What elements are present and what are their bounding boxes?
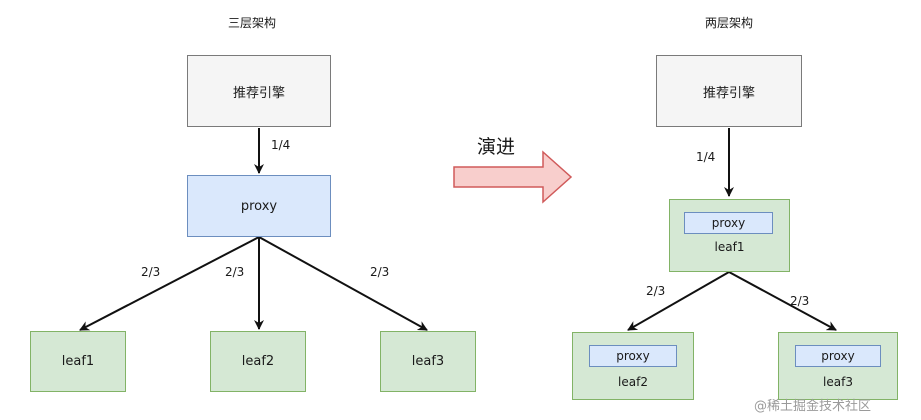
right-leaf3-node: proxy leaf3 (778, 332, 898, 400)
right-leaf2-proxy: proxy (589, 345, 677, 367)
right-edge-leaf2-label: 2/3 (646, 284, 666, 298)
edge-proxy-to-leaf1 (79, 236, 260, 331)
right-edge-top-label: 1/4 (696, 150, 716, 164)
edge-proxy-to-leaf3 (258, 236, 428, 331)
left-title: 三层架构 (227, 16, 276, 30)
right-leaf2-label: leaf2 (618, 375, 648, 389)
left-engine-node: 推荐引擎 (187, 55, 331, 127)
edge-leaf1-to-leaf3 (728, 271, 837, 331)
left-leaf1-label: leaf1 (61, 354, 95, 369)
right-leaf1-proxy: proxy (684, 212, 773, 234)
evolve-arrow (453, 150, 573, 204)
left-proxy-node: proxy (187, 175, 331, 237)
left-engine-label: 推荐引擎 (232, 85, 285, 101)
edge-leaf1-to-leaf2 (627, 271, 730, 331)
watermark-text: @稀土掘金技术社区 (754, 399, 872, 414)
left-edge-leaf2-label: 2/3 (225, 265, 245, 279)
left-leaf3-label: leaf3 (411, 354, 445, 369)
left-leaf2-node: leaf2 (210, 331, 306, 392)
right-leaf1-node: proxy leaf1 (669, 199, 790, 272)
left-edge-leaf3-label: 2/3 (370, 265, 390, 279)
left-edge-leaf1-label: 2/3 (141, 265, 161, 279)
right-leaf3-label: leaf3 (823, 375, 853, 389)
right-engine-label: 推荐引擎 (702, 85, 755, 101)
right-leaf3-proxy-label: proxy (821, 349, 855, 363)
right-leaf3-proxy: proxy (795, 345, 881, 367)
left-leaf1-node: leaf1 (30, 331, 126, 392)
right-edge-leaf3-label: 2/3 (790, 294, 810, 308)
left-leaf3-node: leaf3 (380, 331, 476, 392)
right-leaf2-proxy-label: proxy (616, 349, 650, 363)
right-leaf1-proxy-label: proxy (711, 216, 746, 230)
evolve-label: 演进 (477, 136, 516, 158)
right-title: 两层架构 (704, 16, 753, 30)
right-leaf2-node: proxy leaf2 (572, 332, 694, 400)
left-proxy-label: proxy (240, 198, 278, 214)
right-engine-node: 推荐引擎 (656, 55, 802, 127)
right-leaf1-label: leaf1 (714, 240, 745, 254)
left-leaf2-label: leaf2 (241, 354, 275, 369)
left-edge-top-label: 1/4 (271, 138, 291, 152)
